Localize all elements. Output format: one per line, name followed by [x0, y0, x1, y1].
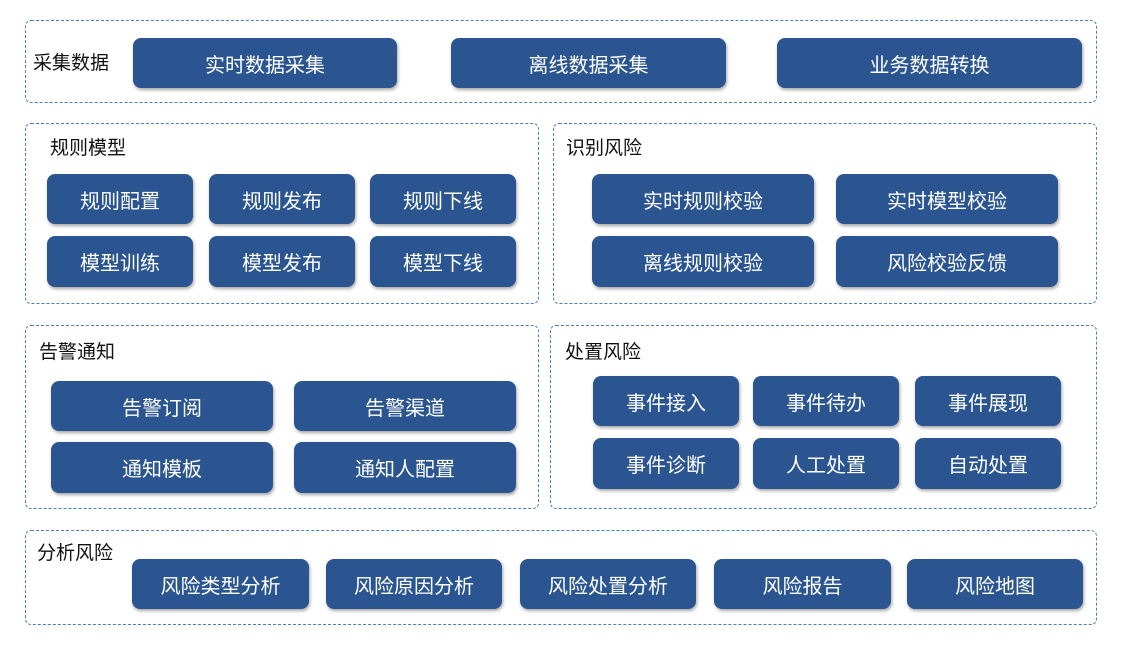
rule-config-button[interactable]: 规则配置	[47, 174, 193, 224]
realtime-data-collect-button[interactable]: 实时数据采集	[133, 38, 397, 88]
identify-risk-title: 识别风险	[566, 137, 643, 159]
event-todo-button[interactable]: 事件待办	[753, 376, 899, 426]
alert-channel-button[interactable]: 告警渠道	[294, 381, 516, 431]
realtime-model-check-button[interactable]: 实时模型校验	[836, 174, 1058, 224]
risk-report-button[interactable]: 风险报告	[714, 559, 891, 609]
model-train-button[interactable]: 模型训练	[47, 236, 193, 287]
event-display-button[interactable]: 事件展现	[915, 376, 1061, 426]
analyze-risk-panel: 分析风险 风险类型分析 风险原因分析 风险处置分析 风险报告 风险地图	[25, 530, 1097, 625]
realtime-rule-check-button[interactable]: 实时规则校验	[592, 174, 814, 224]
collect-data-panel: 采集数据 实时数据采集 离线数据采集 业务数据转换	[25, 20, 1097, 103]
alert-subscribe-button[interactable]: 告警订阅	[51, 381, 273, 431]
handle-risk-panel: 处置风险 事件接入 事件待办 事件展现 事件诊断 人工处置 自动处置	[550, 325, 1097, 509]
offline-data-collect-button[interactable]: 离线数据采集	[451, 38, 726, 88]
event-diagnose-button[interactable]: 事件诊断	[593, 438, 739, 489]
notify-template-button[interactable]: 通知模板	[51, 442, 273, 493]
offline-rule-check-button[interactable]: 离线规则校验	[592, 236, 814, 287]
auto-handle-button[interactable]: 自动处置	[915, 438, 1061, 489]
model-offline-button[interactable]: 模型下线	[370, 236, 516, 287]
risk-check-feedback-button[interactable]: 风险校验反馈	[836, 236, 1058, 287]
risk-map-button[interactable]: 风险地图	[907, 559, 1083, 609]
notify-person-config-button[interactable]: 通知人配置	[294, 442, 516, 493]
identify-risk-panel: 识别风险 实时规则校验 实时模型校验 离线规则校验 风险校验反馈	[553, 123, 1097, 304]
risk-type-analysis-button[interactable]: 风险类型分析	[132, 559, 309, 609]
risk-handle-analysis-button[interactable]: 风险处置分析	[520, 559, 696, 609]
analyze-risk-title: 分析风险	[37, 542, 114, 564]
rule-offline-button[interactable]: 规则下线	[370, 174, 516, 224]
risk-cause-analysis-button[interactable]: 风险原因分析	[326, 559, 502, 609]
event-intake-button[interactable]: 事件接入	[593, 376, 739, 426]
rule-publish-button[interactable]: 规则发布	[209, 174, 355, 224]
model-publish-button[interactable]: 模型发布	[209, 236, 355, 287]
collect-data-title: 采集数据	[33, 52, 110, 74]
business-data-convert-button[interactable]: 业务数据转换	[777, 38, 1082, 88]
rule-model-panel: 规则模型 规则配置 规则发布 规则下线 模型训练 模型发布 模型下线	[25, 123, 539, 304]
rule-model-title: 规则模型	[50, 137, 127, 159]
alert-notify-panel: 告警通知 告警订阅 告警渠道 通知模板 通知人配置	[25, 325, 539, 509]
manual-handle-button[interactable]: 人工处置	[753, 438, 899, 489]
alert-notify-title: 告警通知	[39, 341, 116, 363]
handle-risk-title: 处置风险	[565, 341, 642, 363]
